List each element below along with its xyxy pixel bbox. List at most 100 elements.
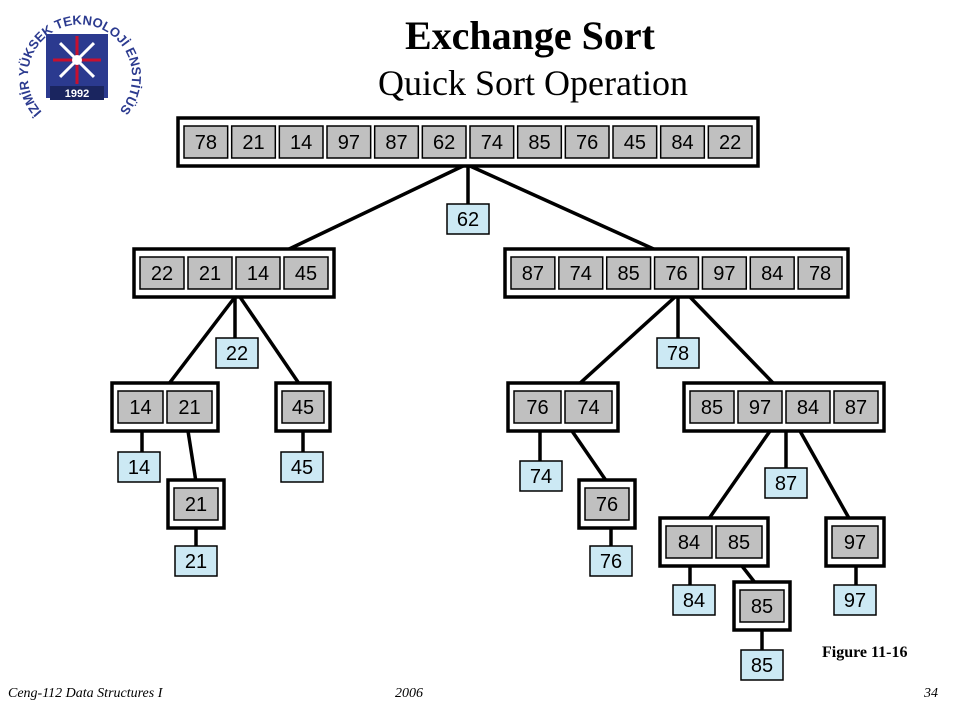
array-cell-value: 62 [433,132,455,154]
connector-line [570,430,609,483]
pivot-value: 22 [226,343,248,365]
array-cell-value: 14 [290,132,312,154]
array-cell [187,256,233,290]
pivot-value: 85 [751,655,773,677]
array-cell [469,125,515,159]
array-cell-value: 76 [665,263,687,285]
pivot-value: 97 [844,590,866,612]
array-cell [831,525,879,559]
array-cell-value: 76 [576,132,598,154]
array-cell-value: 74 [570,263,592,285]
array-cell-value: 85 [728,532,750,554]
array-cell [715,525,763,559]
pivot-box [740,649,784,681]
array-cell [737,390,783,424]
array-cell [326,125,372,159]
array-cell-value: 97 [338,132,360,154]
partition-node-ll_r: 21 21 [166,478,226,577]
partition-node-rrl: 84 85 84 [658,516,770,616]
array-cell [283,256,329,290]
array-cell [373,125,420,159]
array-cell [173,487,219,521]
array-cell-value: 22 [719,132,741,154]
array-cell-value: 97 [749,397,771,419]
array-cell [235,256,281,290]
array-cell-value: 22 [151,263,173,285]
array-cell [701,256,748,290]
partition-node-right: 87 74 85 76 97 84 78 78 [503,247,850,369]
pivot-value: 78 [667,343,689,365]
partition-node-rl_r: 76 76 [577,478,637,577]
array-cell-value: 14 [247,263,269,285]
connector-line [284,164,464,253]
pivot-value: 21 [185,551,207,573]
array-cell [665,525,713,559]
connector-line [688,295,777,387]
slide-subtitle: Quick Sort Operation [378,63,688,103]
array-cell [510,256,556,290]
array-cell-value: 97 [713,263,735,285]
array-cell-value: 87 [522,263,544,285]
array-cell-value: 85 [618,263,640,285]
array-cell-value: 74 [577,397,599,419]
footer-page-number: 34 [924,686,938,701]
array-cell-value: 78 [809,263,831,285]
footer-year: 2006 [395,686,423,701]
pivot-box [833,584,877,616]
array-cell [659,125,706,159]
array-cell-value: 21 [178,397,200,419]
array-cell [558,256,604,290]
array-cell-value: 76 [596,494,618,516]
array-cell-value: 45 [292,397,314,419]
array-cell [278,125,324,159]
pivot-value: 45 [291,457,313,479]
array-cell-value: 85 [701,397,723,419]
footer-course: Ceng-112 Data Structures I [8,686,163,701]
connector-lines [140,164,858,650]
array-cell-value: 87 [385,132,407,154]
pivot-value: 62 [457,209,479,231]
connector-line [469,164,659,253]
array-cell-value: 84 [678,532,700,554]
connector-line [166,295,237,387]
array-cell [797,256,843,290]
array-cell [117,390,164,424]
array-cell-value: 97 [844,532,866,554]
array-cell [653,256,700,290]
array-cell-value: 85 [751,596,773,618]
array-cell [739,589,785,623]
array-cell [516,125,563,159]
partition-node-rrr: 97 97 [824,516,886,616]
array-cell [139,256,185,290]
connector-line [186,430,198,483]
array-cell-value: 21 [185,494,207,516]
array-cell [833,390,879,424]
institute-logo: İZMİR YÜKSEK TEKNOLOJİ ENSTİTÜSÜ1992 [7,0,148,136]
logo-year: 1992 [65,88,89,100]
pivot-box [446,203,490,235]
partition-node-rrl_r: 85 85 [732,580,792,681]
pivot-box [764,467,808,499]
array-cell-value: 84 [761,263,783,285]
array-cell [513,390,562,424]
pivot-box [280,451,324,483]
pivot-value: 84 [683,590,705,612]
pivot-value: 76 [600,551,622,573]
pivot-box [589,545,633,577]
connector-line [798,430,852,521]
array-cell [166,390,213,424]
connector-line [238,296,302,386]
pivot-box [672,584,716,616]
array-cell [612,125,658,159]
figure-label: Figure 11-16 [822,644,908,661]
pivot-box [174,545,218,577]
partition-node-lr: 45 45 [274,381,332,483]
array-cell-value: 87 [845,397,867,419]
